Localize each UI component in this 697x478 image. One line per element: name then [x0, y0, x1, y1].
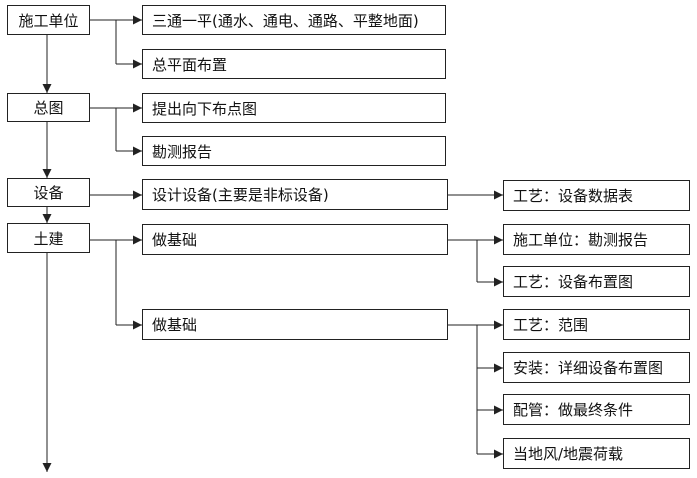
box-general-plan: 总图 — [7, 93, 90, 122]
box-process-datasheet: 工艺：设备数据表 — [503, 180, 690, 211]
box-equipment: 设备 — [7, 178, 90, 207]
box-construction-unit: 施工单位 — [7, 5, 90, 35]
box-design-equipment: 设计设备(主要是非标设备) — [142, 179, 448, 210]
box-wind-seismic: 当地风/地震荷载 — [503, 438, 690, 469]
box-foundation-1: 做基础 — [142, 224, 448, 255]
box-foundation-2: 做基础 — [142, 309, 448, 340]
box-civil: 土建 — [7, 223, 90, 253]
box-install-layout: 安装：详细设备布置图 — [503, 352, 690, 383]
box-layout-points: 提出向下布点图 — [142, 93, 446, 123]
box-survey-report: 勘测报告 — [142, 136, 446, 166]
box-process-layout: 工艺：设备布置图 — [503, 266, 690, 297]
box-site-plan: 总平面布置 — [142, 49, 446, 79]
box-unit-survey: 施工单位：勘测报告 — [503, 224, 690, 255]
box-process-scope: 工艺：范围 — [503, 309, 690, 340]
box-three-one: 三通一平(通水、通电、通路、平整地面) — [142, 5, 446, 35]
box-piping-conditions: 配管：做最终条件 — [503, 394, 690, 425]
